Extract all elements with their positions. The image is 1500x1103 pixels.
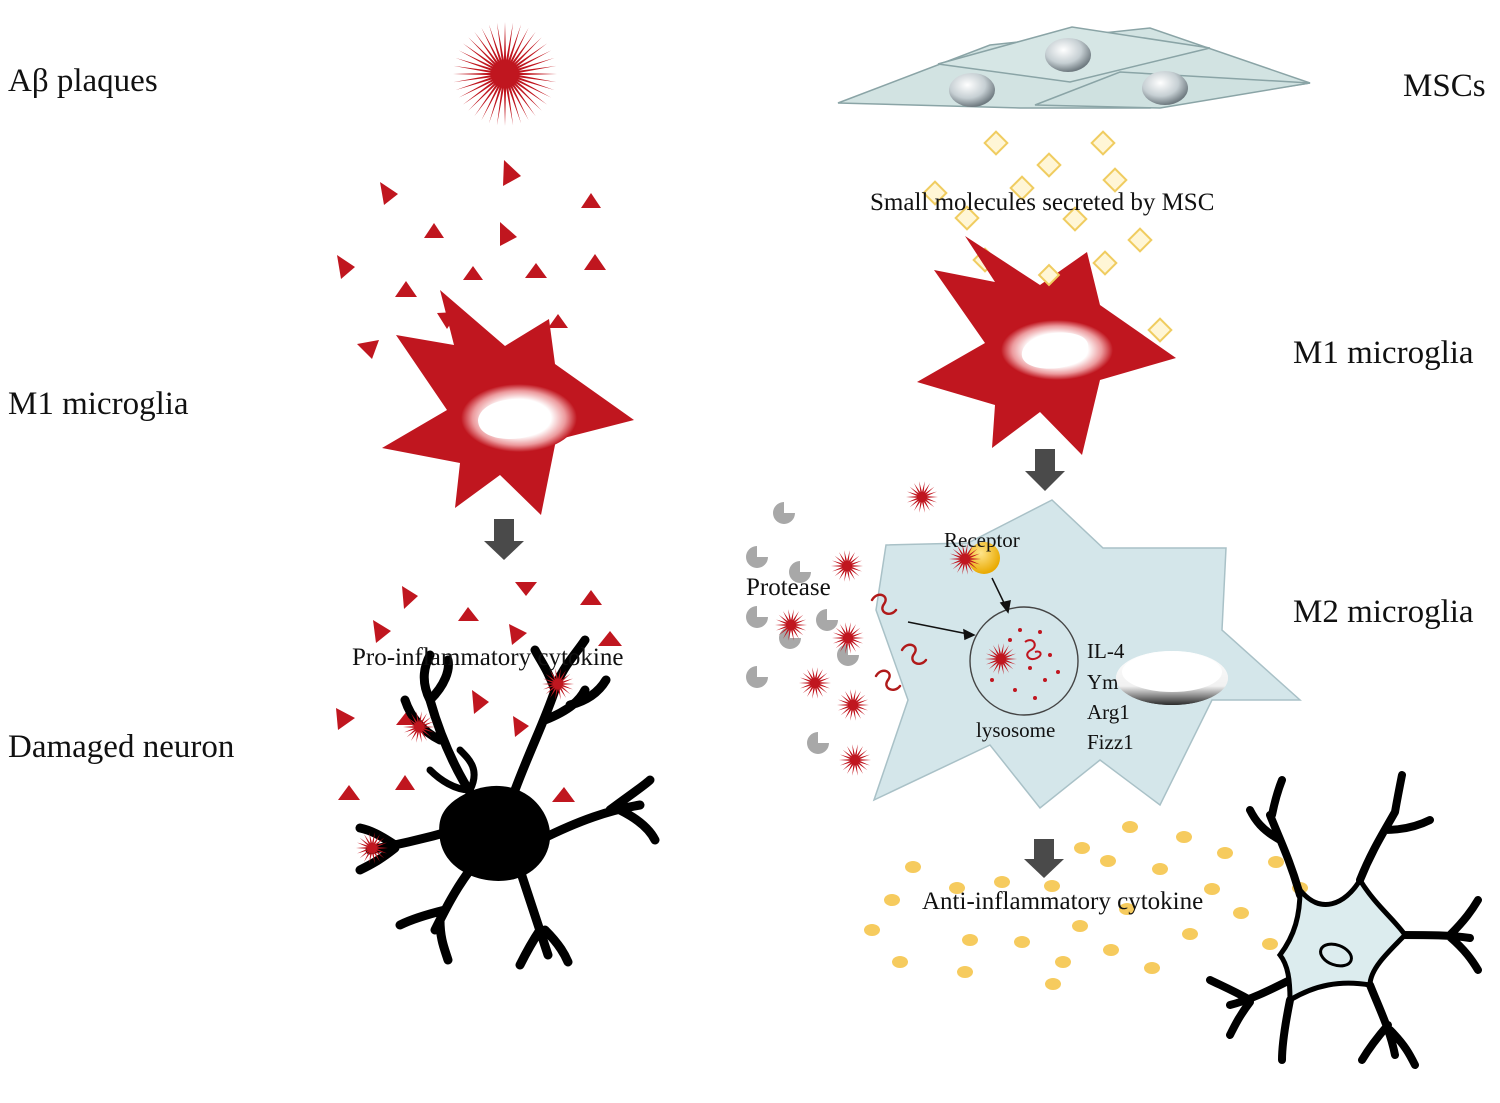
label-small-molecules: Small molecules secreted by MSC xyxy=(870,189,1214,216)
label-arg1: Arg1 xyxy=(1087,700,1130,724)
abeta-plaque-icon xyxy=(453,22,557,126)
m1-microglia-left xyxy=(382,290,634,515)
healthy-neuron-icon xyxy=(1206,771,1482,1069)
label-il4: IL-4 xyxy=(1087,639,1125,663)
label-receptor: Receptor xyxy=(944,528,1020,552)
label-m1-microglia-left: M1 microglia xyxy=(8,386,189,422)
lysosome xyxy=(969,606,1079,716)
msc-cells xyxy=(837,26,1311,109)
damaged-neuron-icon xyxy=(355,635,660,970)
arrow-down-right-lower xyxy=(1024,839,1064,878)
m1-microglia-right xyxy=(917,236,1176,455)
anti-inflammatory-cytokines xyxy=(864,821,1308,990)
label-protease: Protease xyxy=(746,574,831,601)
pro-inflammatory-cytokines-lower xyxy=(336,582,622,802)
label-abeta-plaques: Aβ plaques xyxy=(8,63,158,99)
abeta-on-neuron xyxy=(356,668,574,864)
label-fizz1: Fizz1 xyxy=(1087,730,1134,754)
m2-nucleus xyxy=(1116,651,1228,705)
label-mscs: MSCs xyxy=(1403,68,1486,104)
healthy-neuron-body xyxy=(1276,875,1409,1005)
pro-inflammatory-cytokines-upper xyxy=(337,160,606,359)
label-damaged-neuron: Damaged neuron xyxy=(8,729,234,765)
label-m2-microglia: M2 microglia xyxy=(1293,594,1474,630)
label-pro-inflammatory: Pro-inflammatory cytokine xyxy=(352,644,623,671)
label-anti-inflammatory: Anti-inflammatory cytokine xyxy=(922,888,1203,915)
msc-small-molecules xyxy=(922,130,1173,343)
receptor-icon xyxy=(949,542,1000,575)
arrows-to-lysosome xyxy=(907,577,1011,641)
protease-molecules xyxy=(746,502,859,754)
abeta-near-m2 xyxy=(775,481,938,776)
arrow-down-left xyxy=(484,519,524,560)
peptide-fragments xyxy=(870,593,928,691)
arrow-down-right-upper xyxy=(1025,449,1065,491)
label-lysosome: lysosome xyxy=(976,718,1055,742)
label-m1-microglia-right: M1 microglia xyxy=(1293,335,1474,371)
